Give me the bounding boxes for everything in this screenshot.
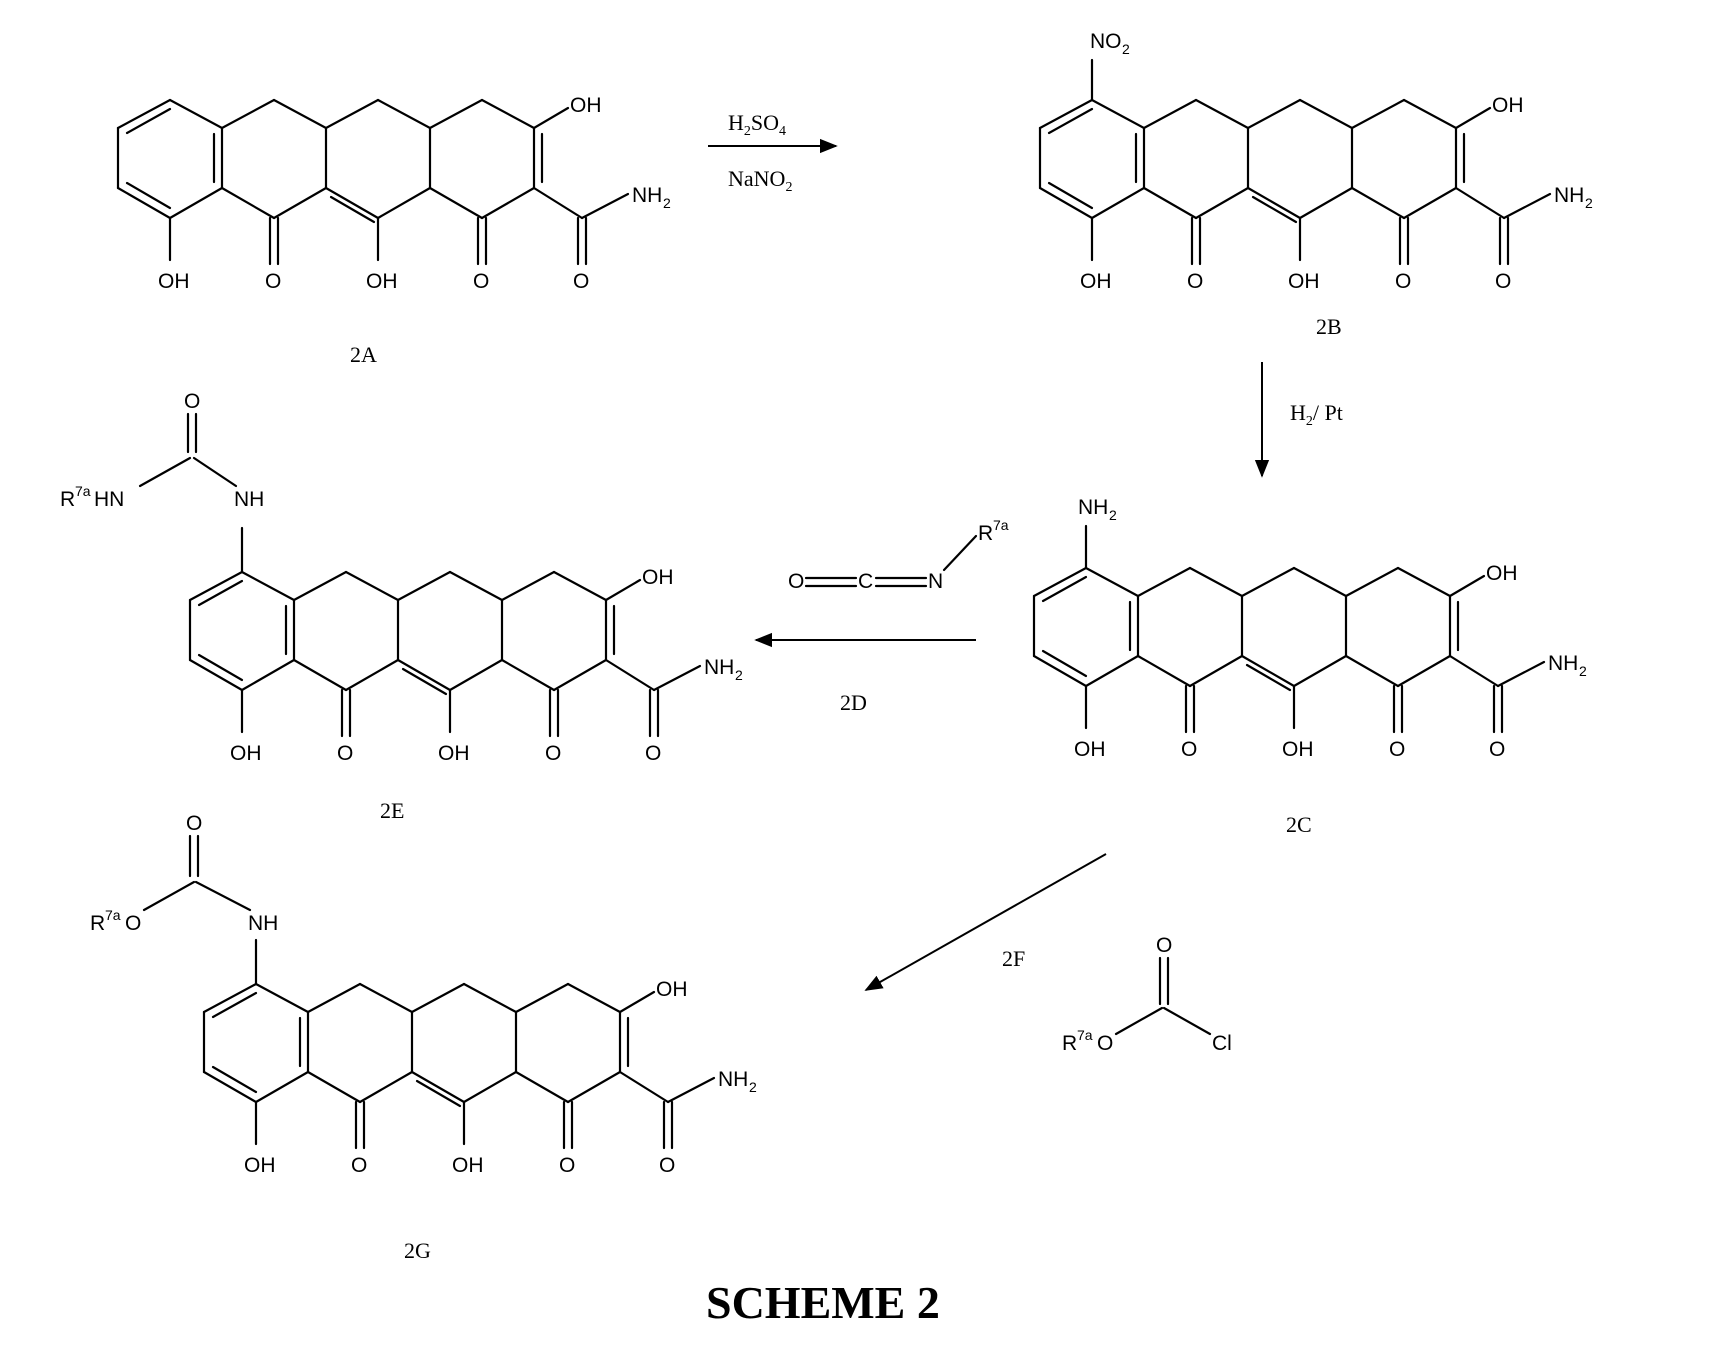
atom-o: O — [1156, 934, 1172, 957]
atom-oh: OH — [1288, 270, 1320, 293]
compound-label-2E: 2E — [380, 798, 404, 823]
atom-no: NO — [1090, 30, 1122, 53]
reagent-label-2F: 2F — [1002, 946, 1025, 971]
reagent-h2so4: H2SO4 — [728, 110, 786, 139]
atom-superscript: 7a — [993, 517, 1009, 533]
atom-nh: NH — [1554, 184, 1584, 207]
atom-o: O — [337, 742, 353, 765]
arrow-step-1: H2SO4 NaNO2 — [708, 110, 836, 195]
atom-c: C — [858, 570, 873, 593]
scheme-title: SCHEME 2 — [706, 1277, 940, 1328]
atom-o: O — [545, 742, 561, 765]
atom-oh: OH — [230, 742, 262, 765]
atom-o: O — [125, 912, 141, 935]
atom-superscript: 7a — [105, 907, 121, 923]
compound-2B: OH O OH O O OH NH 2 NO 2 — [1040, 30, 1593, 293]
atom-cl: Cl — [1212, 1032, 1232, 1055]
compound-2G: OH O OH O O OH NH 2 NH O R 7a O — [90, 812, 757, 1177]
atom-oh: OH — [1074, 738, 1106, 761]
atom-o: O — [573, 270, 589, 293]
atom-oh: OH — [642, 566, 674, 589]
atom-subscript: 2 — [735, 667, 743, 683]
atom-o: O — [473, 270, 489, 293]
atom-oh: OH — [244, 1154, 276, 1177]
compound-2C: OH O OH O O OH NH 2 NH 2 — [1034, 496, 1587, 761]
atom-nh: NH — [632, 184, 662, 207]
atom-oh: OH — [1492, 94, 1524, 117]
atom-nh: NH — [718, 1068, 748, 1091]
atom-oh: OH — [1282, 738, 1314, 761]
atom-oh: OH — [366, 270, 398, 293]
atom-o: O — [659, 1154, 675, 1177]
atom-hn: HN — [94, 488, 124, 511]
atom-o: O — [788, 570, 804, 593]
atom-o: O — [1389, 738, 1405, 761]
arrow-step-4: 2F — [866, 854, 1106, 990]
atom-superscript: 7a — [75, 483, 91, 499]
atom-oh: OH — [570, 94, 602, 117]
atom-nh: NH — [248, 912, 278, 935]
atom-o: O — [1097, 1032, 1113, 1055]
atom-subscript: 2 — [1122, 41, 1130, 57]
arrow-step-3: 2D — [756, 640, 976, 715]
compound-label-2A: 2A — [350, 342, 377, 367]
atom-o: O — [645, 742, 661, 765]
atom-nh: NH — [234, 488, 264, 511]
compound-label-2C: 2C — [1286, 812, 1312, 837]
compound-label-2G: 2G — [404, 1238, 431, 1263]
reagent-h2-pt: H2/ Pt — [1290, 400, 1343, 429]
atom-subscript: 2 — [1579, 663, 1587, 679]
atom-o: O — [184, 390, 200, 413]
atom-o: O — [1181, 738, 1197, 761]
compound-2A: OH O OH O O OH NH 2 — [118, 94, 671, 293]
atom-o: O — [265, 270, 281, 293]
compound-label-2B: 2B — [1316, 314, 1342, 339]
atom-oh: OH — [1080, 270, 1112, 293]
atom-subscript: 2 — [749, 1079, 757, 1095]
reagent-isocyanate: O C N R 7a — [788, 517, 1009, 593]
arrow-step-2: H2/ Pt — [1262, 362, 1343, 476]
atom-r: R — [90, 912, 105, 935]
atom-r: R — [60, 488, 75, 511]
atom-r: R — [1062, 1032, 1077, 1055]
reagent-chloroformate: R 7a O O Cl — [1062, 934, 1232, 1055]
atom-oh: OH — [656, 978, 688, 1001]
atom-oh: OH — [1486, 562, 1518, 585]
atom-nh: NH — [1078, 496, 1108, 519]
atom-o: O — [1489, 738, 1505, 761]
atom-oh: OH — [452, 1154, 484, 1177]
atom-nh: NH — [704, 656, 734, 679]
atom-subscript: 2 — [1109, 507, 1117, 523]
atom-nh: NH — [1548, 652, 1578, 675]
atom-o: O — [351, 1154, 367, 1177]
atom-oh: OH — [438, 742, 470, 765]
atom-o: O — [1395, 270, 1411, 293]
atom-superscript: 7a — [1077, 1027, 1093, 1043]
atom-o: O — [559, 1154, 575, 1177]
compound-2E: OH O OH O O OH NH 2 NH O R 7a HN — [60, 390, 743, 765]
atom-o: O — [1187, 270, 1203, 293]
atom-oh: OH — [158, 270, 190, 293]
atom-o: O — [1495, 270, 1511, 293]
reagent-nano2: NaNO2 — [728, 166, 792, 195]
atom-n: N — [928, 570, 943, 593]
atom-r: R — [978, 522, 993, 545]
atom-subscript: 2 — [1585, 195, 1593, 211]
atom-o: O — [186, 812, 202, 835]
atom-subscript: 2 — [663, 195, 671, 211]
reagent-label-2D: 2D — [840, 690, 867, 715]
